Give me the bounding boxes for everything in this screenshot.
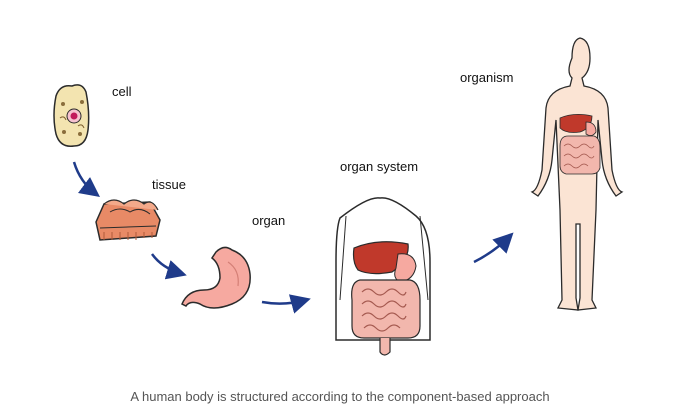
figure-caption: A human body is structured according to … [130,389,550,404]
cell-illustration [53,84,90,147]
label-tissue: tissue [152,177,186,192]
label-organism: organism [460,70,514,85]
arrow-organ-to-system [261,294,311,314]
arrow-system-to-organism [473,232,514,264]
label-organ: organ [252,213,286,228]
label-organ-system: organ system [340,159,419,174]
label-cell: cell [112,84,132,99]
organ-system-illustration [335,197,431,356]
arrow-cell-to-tissue [72,161,100,198]
organ-stomach-illustration [181,246,251,309]
tissue-illustration [95,199,161,241]
arrow-tissue-to-organ [150,253,187,280]
organism-illustration [530,37,624,311]
